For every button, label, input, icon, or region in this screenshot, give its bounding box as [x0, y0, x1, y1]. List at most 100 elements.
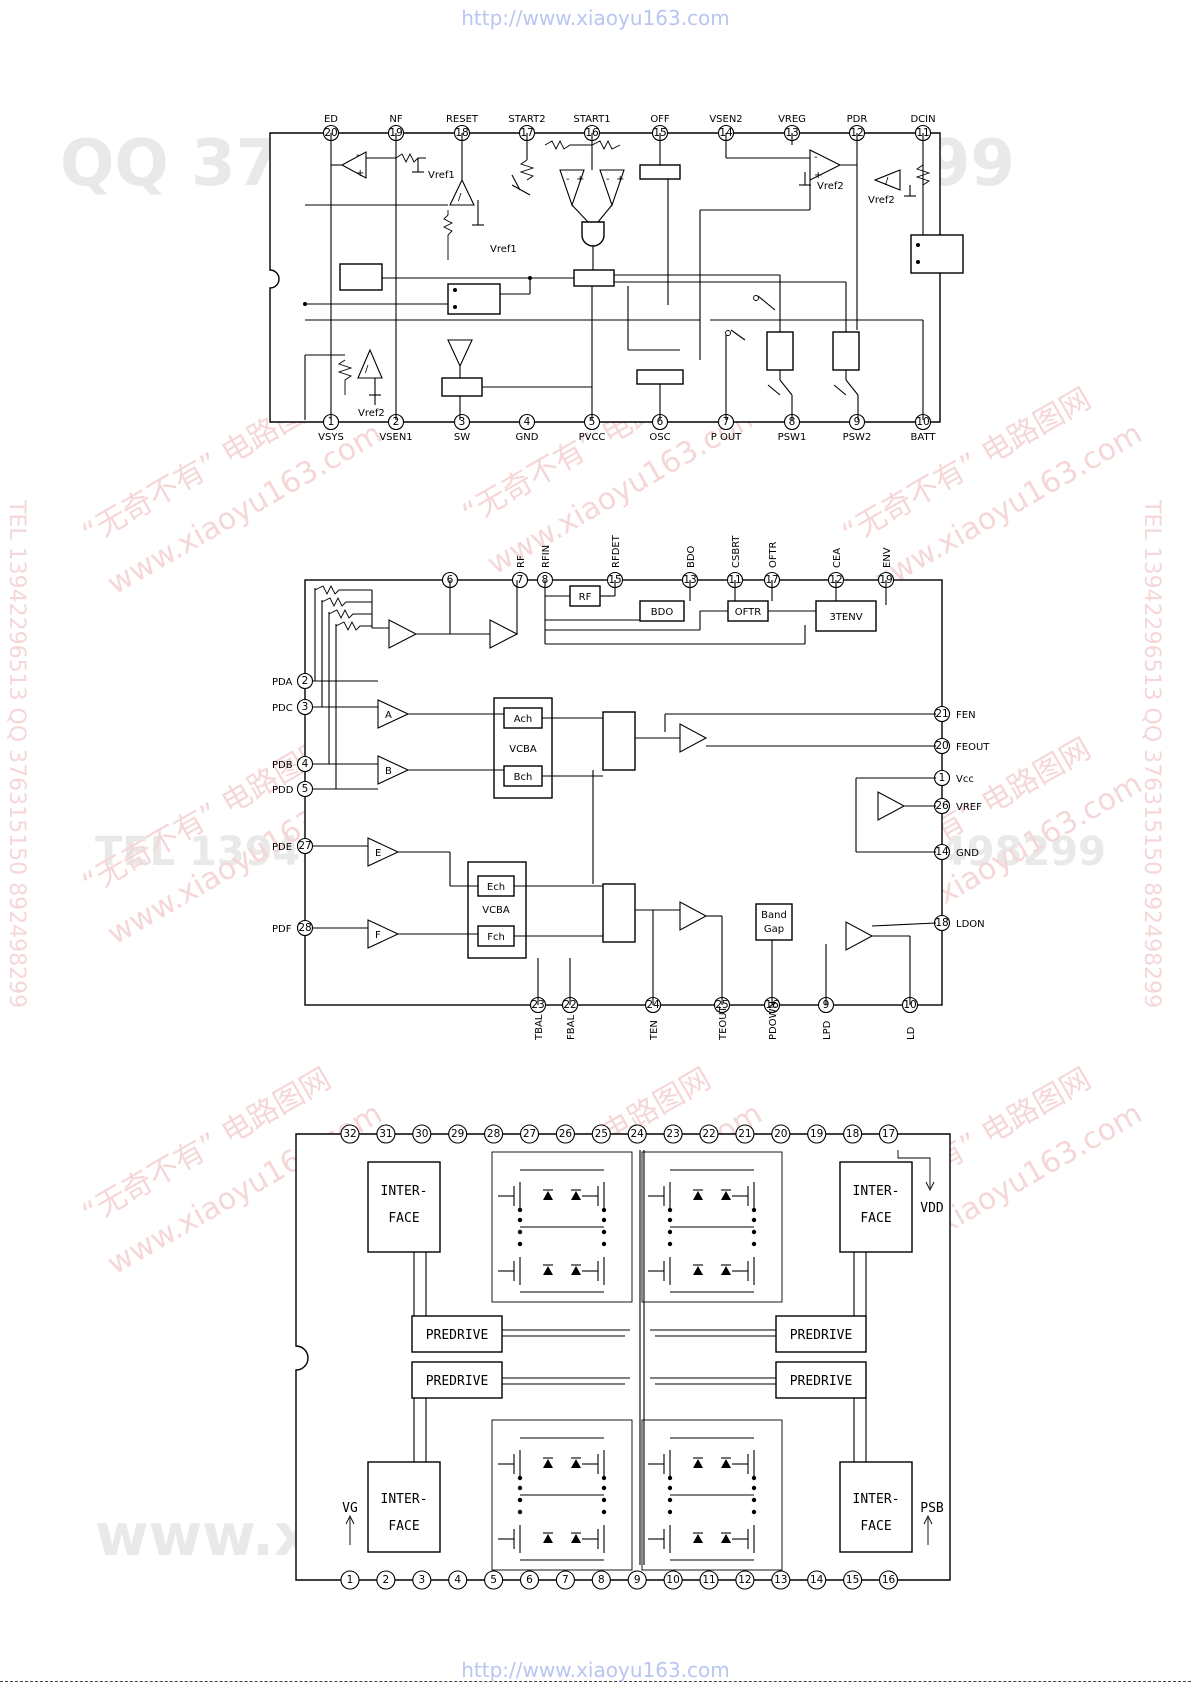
- svg-text:15: 15: [846, 1574, 859, 1586]
- d3-top-pin-21: 21: [735, 1124, 755, 1144]
- d3-bottom-pin-14: 14: [807, 1570, 827, 1590]
- footer-url[interactable]: http://www.xiaoyu163.com: [461, 1658, 730, 1682]
- d3-bottom-pin-1: 1: [340, 1570, 360, 1590]
- svg-text:12: 12: [738, 1574, 751, 1586]
- d2-top-pin-15-label: RFDET: [611, 534, 622, 568]
- d3-h-bridges: [491, 1151, 783, 1571]
- d3-predrive-br: PREDRIVE: [790, 1374, 853, 1389]
- d3-interface-bl-2: FACE: [388, 1519, 419, 1534]
- footer-rule: [0, 1681, 1191, 1682]
- svg-text:3: 3: [302, 701, 309, 713]
- diagram-1-power-ic: 20ED19NF18RESET17START216START115OFF14VS…: [269, 114, 964, 443]
- d3-interface-bl-1: INTER-: [381, 1492, 428, 1507]
- svg-text:/: /: [885, 176, 889, 187]
- d3-top-pin-24: 24: [627, 1124, 647, 1144]
- diagram-2-internal: RF BDO OFTR 3TENV: [314, 580, 937, 1005]
- svg-text:-: -: [814, 152, 818, 163]
- d1-top-pin-18-label: RESET: [446, 114, 479, 125]
- watermark-side-left: TEL 13942296513 QQ 376315150 892498299: [4, 499, 29, 1008]
- d3-bottom-pin-9: 9: [627, 1570, 647, 1590]
- d3-bottom-pin-4: 4: [448, 1570, 468, 1590]
- d3-bottom-pin-8: 8: [591, 1570, 611, 1590]
- svg-text:21: 21: [935, 708, 948, 720]
- svg-text:29: 29: [451, 1128, 464, 1140]
- svg-text:PDE: PDE: [272, 842, 292, 853]
- svg-text:19: 19: [810, 1128, 823, 1140]
- svg-text:20: 20: [935, 740, 948, 752]
- svg-text:14: 14: [935, 846, 949, 858]
- d2-top-pin-19-label: ENV: [882, 547, 893, 568]
- svg-text:5: 5: [490, 1574, 497, 1586]
- svg-text:TEOUT: TEOUT: [718, 1005, 729, 1041]
- svg-text:17: 17: [882, 1128, 895, 1140]
- d3-predrive-tr: PREDRIVE: [790, 1328, 853, 1343]
- svg-text:-: -: [566, 174, 570, 185]
- d2-block-env: 3TENV: [829, 612, 862, 623]
- svg-text:TBAL: TBAL: [534, 1014, 545, 1041]
- d2-top-pin-8-label: RFIN: [541, 545, 552, 568]
- d1-top-pin-13-label: VREG: [778, 114, 806, 125]
- svg-text:4: 4: [302, 758, 309, 770]
- svg-text:11: 11: [702, 1574, 715, 1586]
- d3-top-pin-32: 32: [340, 1124, 360, 1144]
- d3-vdd: VDD: [920, 1201, 944, 1216]
- svg-text:22: 22: [702, 1128, 715, 1140]
- d3-predrive-tl: PREDRIVE: [426, 1328, 489, 1343]
- d3-bottom-pin-16: 16: [878, 1570, 899, 1590]
- d1-bottom-pin-8-label: PSW1: [778, 432, 807, 443]
- d3-top-pin-18: 18: [843, 1124, 863, 1144]
- d3-top-pin-27: 27: [519, 1124, 540, 1144]
- d3-top-pin-31: 31: [376, 1124, 396, 1144]
- d3-top-pin-19: 19: [807, 1124, 827, 1144]
- d2-band: Band: [761, 910, 787, 921]
- d1-top-pin-20-label: ED: [324, 114, 338, 125]
- d1-bottom-pin-9-label: PSW2: [843, 432, 872, 443]
- d2-top-pin-7-label: RF: [516, 555, 527, 568]
- svg-text:+: +: [356, 168, 364, 179]
- svg-text:8: 8: [598, 1574, 605, 1586]
- d3-top-pin-29: 29: [448, 1124, 468, 1144]
- svg-text:FEOUT: FEOUT: [956, 742, 990, 753]
- d1-vref2-c: Vref2: [358, 408, 385, 419]
- d3-interface-br-1: INTER-: [853, 1492, 900, 1507]
- d1-bottom-pin-5-label: PVCC: [579, 432, 606, 443]
- d1-bottom-pin-1-label: VSYS: [318, 432, 344, 443]
- svg-text:31: 31: [379, 1128, 392, 1140]
- svg-text:-: -: [356, 150, 360, 161]
- diagram-1-pins: 20ED19NF18RESET17START216START115OFF14VS…: [318, 114, 936, 443]
- d1-bottom-pin-7-number: 7: [723, 416, 730, 428]
- d2-amp-f: F: [375, 930, 381, 941]
- d1-top-pin-12-label: PDR: [847, 114, 868, 125]
- d3-bottom-pin-12: 12: [735, 1570, 755, 1590]
- d2-amp-b: B: [385, 766, 392, 777]
- d1-vref2-b: Vref2: [868, 195, 895, 206]
- svg-text:24: 24: [631, 1128, 645, 1140]
- d1-top-pin-16-label: START1: [573, 114, 610, 125]
- d2-top-pin-13-label: BDO: [686, 545, 697, 568]
- d2-block-oftr: OFTR: [735, 607, 762, 618]
- d1-bottom-pin-2-number: 2: [393, 416, 400, 428]
- d1-vref1-b: Vref1: [490, 244, 517, 255]
- svg-text:FEN: FEN: [956, 710, 976, 721]
- header-url[interactable]: http://www.xiaoyu163.com: [461, 6, 730, 30]
- d1-bottom-pin-1-number: 1: [328, 416, 335, 428]
- svg-text:LD: LD: [906, 1026, 917, 1040]
- svg-text:13: 13: [774, 1574, 787, 1586]
- d1-bottom-pin-10-number: 10: [916, 416, 929, 428]
- d3-bottom-pin-13: 13: [771, 1570, 791, 1590]
- d1-top-pin-17-label: START2: [508, 114, 545, 125]
- d1-vref2-a: Vref2: [817, 181, 844, 192]
- svg-text:/: /: [365, 364, 369, 375]
- svg-text:23: 23: [666, 1128, 679, 1140]
- svg-text:18: 18: [846, 1128, 859, 1140]
- d3-bottom-pin-7: 7: [555, 1570, 575, 1590]
- svg-text:PDOWN: PDOWN: [768, 1001, 779, 1040]
- svg-text:10: 10: [666, 1574, 679, 1586]
- diagram-1-internal: -+ Vref1 / Vref1: [303, 133, 964, 420]
